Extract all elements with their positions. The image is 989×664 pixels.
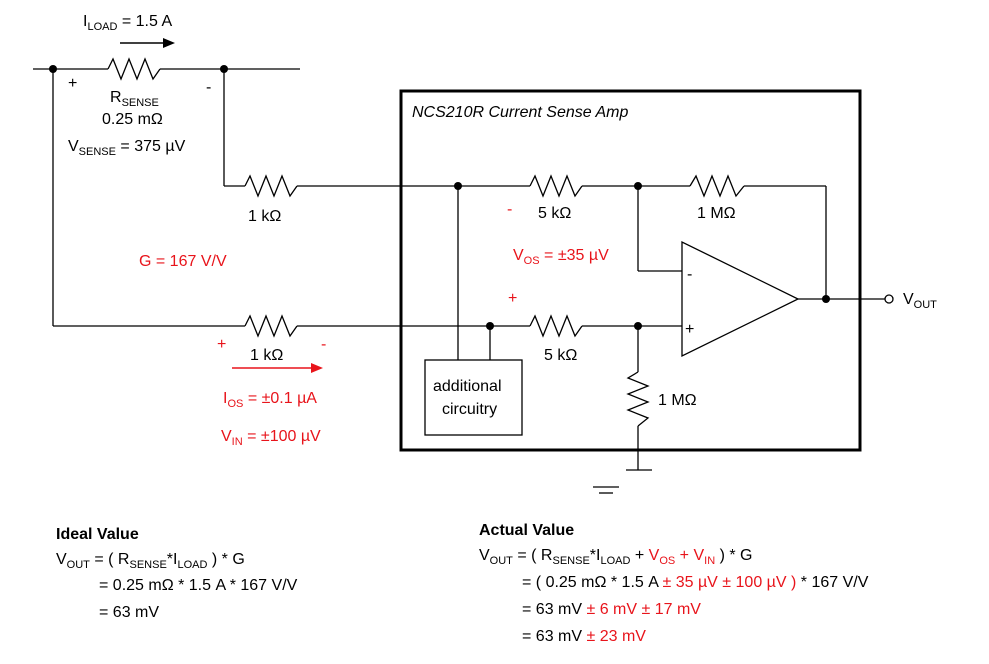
r5k-bottom-plus: + bbox=[508, 290, 517, 307]
actual-line3: = 63 mV ± 6 mV ± 17 mV bbox=[522, 601, 701, 618]
ideal-line2: = 0.25 mΩ * 1.5 A * 167 V/V bbox=[99, 577, 298, 594]
vsense-label: VSENSE = 375 µV bbox=[68, 138, 186, 158]
ideal-value-block: Ideal Value VOUT = ( RSENSE*ILOAD ) * G … bbox=[56, 526, 298, 621]
actual-line1: VOUT = ( RSENSE*ILOAD + VOS + VIN ) * G bbox=[479, 547, 752, 567]
vout-terminal bbox=[884, 294, 894, 304]
op-amp-minus: - bbox=[687, 266, 692, 283]
actual-value-block: Actual Value VOUT = ( RSENSE*ILOAD + VOS… bbox=[479, 522, 869, 645]
r-top-input-resistor bbox=[244, 174, 298, 198]
r5k-bottom-resistor bbox=[529, 314, 583, 338]
iload-label: ILOAD = 1.5 A bbox=[83, 13, 172, 33]
r1m-top-resistor bbox=[689, 174, 745, 198]
actual-line4: = 63 mV ± 23 mV bbox=[522, 628, 646, 645]
r1m-bottom-resistor bbox=[626, 371, 650, 427]
additional-circuitry-box bbox=[424, 359, 523, 436]
amp-title: NCS210R Current Sense Amp bbox=[412, 104, 628, 121]
ios-arrow bbox=[232, 363, 323, 373]
vos-label: VOS = ±35 µV bbox=[513, 247, 609, 267]
op-amp-plus: + bbox=[685, 321, 694, 338]
junction-dots bbox=[49, 65, 830, 330]
r5k-top-resistor bbox=[529, 174, 583, 198]
vout-label: VOUT bbox=[903, 291, 937, 311]
ideal-line3: = 63 mV bbox=[99, 604, 159, 621]
actual-line2: = ( 0.25 mΩ * 1.5 A ± 35 µV ± 100 µV ) *… bbox=[522, 574, 869, 591]
r5k-top-value: 5 kΩ bbox=[538, 205, 571, 222]
r-bottom-input-resistor bbox=[244, 314, 298, 338]
r-bottom-plus: + bbox=[217, 336, 226, 353]
additional-circuitry-line1: additional bbox=[433, 378, 502, 395]
rsense-name: RSENSE bbox=[110, 89, 159, 109]
r1m-bottom-value: 1 MΩ bbox=[658, 392, 697, 409]
actual-title: Actual Value bbox=[479, 522, 574, 539]
vin-label: VIN = ±100 µV bbox=[221, 428, 321, 448]
r-top-input-value: 1 kΩ bbox=[248, 208, 281, 225]
op-amp-triangle bbox=[681, 240, 800, 358]
r5k-top-minus: - bbox=[507, 201, 512, 218]
gain-label: G = 167 V/V bbox=[139, 253, 227, 270]
resistors bbox=[107, 57, 745, 427]
iload-arrow bbox=[120, 38, 175, 48]
rsense-minus: - bbox=[206, 79, 211, 96]
r1m-top-value: 1 MΩ bbox=[697, 205, 736, 222]
r5k-bottom-value: 5 kΩ bbox=[544, 347, 577, 364]
amp-box bbox=[399, 89, 862, 452]
rsense-plus: + bbox=[68, 75, 77, 92]
rsense-value: 0.25 mΩ bbox=[102, 111, 163, 128]
ios-label: IOS = ±0.1 µA bbox=[223, 390, 317, 410]
ideal-line1: VOUT = ( RSENSE*ILOAD ) * G bbox=[56, 551, 245, 571]
additional-circuitry-line2: circuitry bbox=[442, 401, 497, 418]
r-bottom-minus: - bbox=[321, 336, 326, 353]
r-bottom-input-value: 1 kΩ bbox=[250, 347, 283, 364]
ideal-title: Ideal Value bbox=[56, 526, 139, 543]
rsense-resistor bbox=[107, 57, 161, 81]
